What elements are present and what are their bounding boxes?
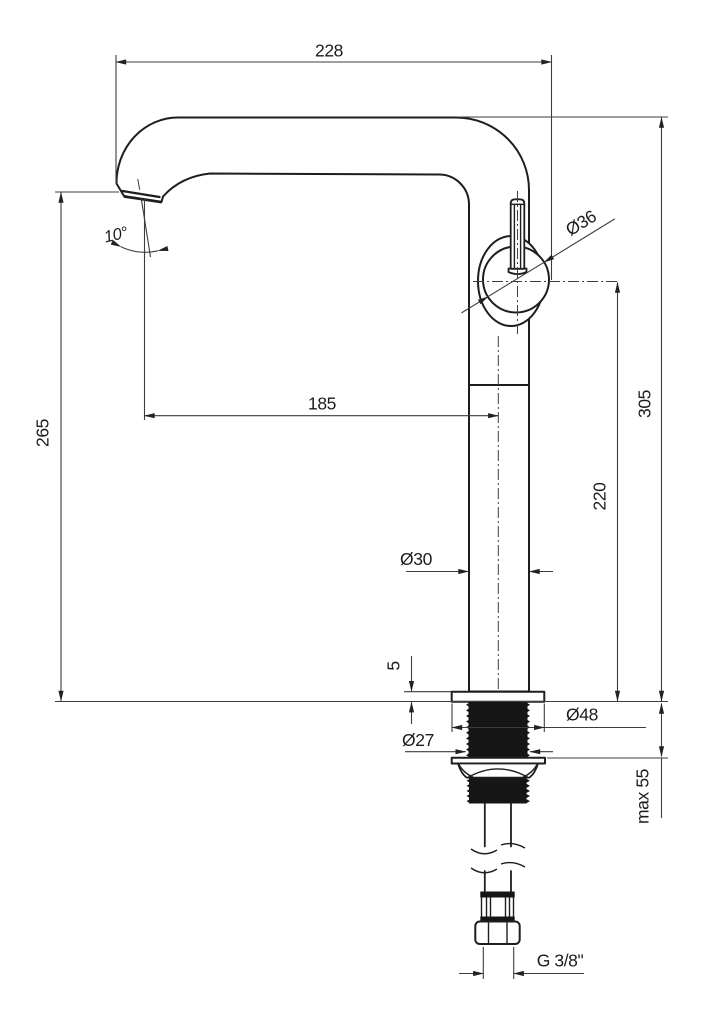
dimension-base-diameter-48: Ø48: [451, 703, 646, 732]
shank-thread-lower: [469, 778, 527, 804]
connector-nut: [474, 920, 521, 945]
dim-label-total-height: 305: [635, 390, 655, 418]
thread-serration-left-upper: [466, 702, 471, 758]
thread-serration-right-upper: [525, 702, 530, 758]
aerator-edge-top: [121, 189, 161, 199]
dome-nut-right-arc: [522, 763, 539, 778]
diagonal-segment-middle: [487, 261, 545, 298]
dim-label-handle-axis-height: 220: [590, 482, 610, 511]
hose-crimp-band-lower: [480, 916, 515, 922]
spout-and-body-outline: [115, 116, 530, 693]
aerator-edge-bottom: [123, 195, 163, 204]
dome-nut-left-arc: [457, 763, 474, 778]
dim-label-spout-projection: 185: [308, 394, 336, 414]
base-flange: [450, 690, 546, 703]
dim-label-inlet-thread: G 3/8": [537, 951, 584, 971]
dim-label-max-mounting-thickness: max 55: [633, 769, 653, 824]
angle-arc: [110, 239, 169, 253]
thread-serration-left-lower: [466, 778, 471, 804]
pipe-break-upper: [470, 842, 526, 855]
dim-label-handle-diameter: Ø36: [562, 206, 600, 240]
dome-nut-center-arc: [467, 768, 529, 779]
diagonal-segment-outer-right: [543, 218, 616, 263]
shank-thread-upper: [468, 701, 528, 758]
dome-nut: [457, 762, 539, 779]
dimension-handle-axis-height-220: 220: [590, 281, 621, 702]
angle-leg-tilted: [140, 199, 152, 258]
dim-label-outlet-height: 265: [33, 419, 53, 447]
dim-label-body-diameter: Ø30: [400, 549, 433, 569]
aerator-axis-centerline: [137, 178, 143, 203]
dimension-total-height-305: 305: [458, 116, 668, 702]
dim-label-spout-angle: 10°: [102, 223, 130, 246]
dimension-spout-projection-185: 185: [143, 394, 499, 419]
dimension-outlet-height-265: 265: [33, 191, 668, 703]
dimension-body-diameter-30: Ø30: [400, 549, 553, 575]
dim-label-spout-reach: 228: [315, 41, 343, 61]
thread-serration-right-lower: [525, 778, 530, 804]
dim-label-base-diameter: Ø48: [566, 705, 598, 725]
dimension-shank-diameter-27: Ø27: [402, 730, 553, 755]
diagonal-segment-outer-left: [461, 296, 489, 314]
dimension-spout-angle-10: 10°: [102, 178, 169, 420]
pipe-break-lower: [470, 861, 526, 874]
dimension-inlet-thread-g38: G 3/8": [459, 947, 584, 979]
dimension-spout-reach-228: 228: [115, 41, 553, 280]
hose-ribbed-section: [480, 897, 515, 917]
mounting-parts-group: [450, 701, 547, 945]
hose-crimp-band-upper: [480, 891, 515, 898]
dim-label-base-plate-thickness: 5: [384, 661, 404, 670]
dimension-max-mounting-thickness-55: max 55: [547, 702, 668, 824]
dim-label-shank-diameter: Ø27: [402, 730, 434, 750]
dimension-base-plate-thickness-5: 5: [384, 656, 451, 724]
